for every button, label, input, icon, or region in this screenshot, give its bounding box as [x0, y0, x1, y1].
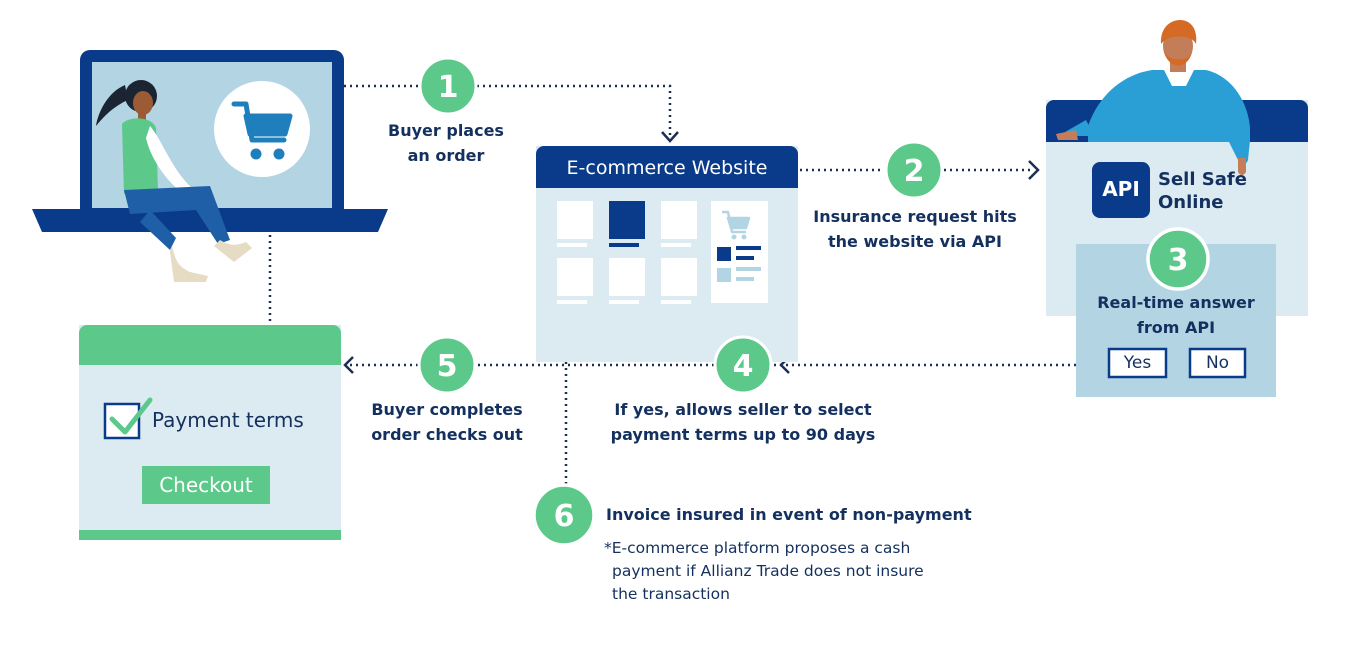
api-badge-text: API — [1102, 177, 1140, 201]
step-2-label-line: the website via API — [828, 232, 1002, 251]
arrowhead-right-icon — [1028, 160, 1040, 180]
step-1-label: Buyer places an order — [356, 118, 536, 168]
step-3-label: Real-time answer from API — [1076, 290, 1276, 340]
cart-wheel — [250, 148, 262, 160]
step-5-label-line: order checks out — [371, 425, 523, 444]
api-title-line: Online — [1158, 192, 1224, 213]
checkout-button — [142, 466, 270, 504]
step-5-label-line: Buyer completes — [371, 400, 523, 419]
yes-option: Yes — [1123, 353, 1152, 373]
website-title: E-commerce Website — [566, 157, 768, 179]
step-5-circle: 5 — [417, 335, 477, 395]
step-3-label-line: from API — [1136, 318, 1216, 337]
buyer-person-icon — [96, 80, 252, 282]
step-1-number: 1 — [438, 70, 459, 105]
step-5-number: 5 — [437, 349, 458, 384]
api-title: Sell Safe Online — [1158, 168, 1298, 214]
cart-wheel — [273, 148, 285, 160]
checkout-label: Checkout — [159, 473, 253, 497]
product-grid — [557, 201, 697, 304]
payment-terms-title: Payment terms — [152, 408, 304, 432]
website-panel — [536, 146, 798, 362]
step-4-circle: 4 — [713, 335, 773, 395]
footnote-line: *E-commerce platform proposes a cash — [604, 539, 911, 557]
step-1-circle: 1 — [418, 56, 478, 116]
api-badge — [1092, 162, 1150, 218]
footnote: *E-commerce platform proposes a cash pay… — [604, 537, 1004, 606]
step-2-circle: 2 — [884, 140, 944, 200]
connector-step1-to-website — [477, 84, 672, 138]
step-4-label: If yes, allows seller to select payment … — [588, 397, 898, 447]
step-4-number: 4 — [733, 349, 754, 384]
step-3-number: 3 — [1168, 243, 1189, 278]
payment-panel — [79, 325, 341, 540]
checkbox-checked-icon — [103, 397, 153, 440]
step-2-label: Insurance request hits the website via A… — [804, 204, 1026, 254]
step-3-label-line: Real-time answer — [1097, 293, 1255, 312]
step-1-label-line: Buyer places — [388, 121, 504, 140]
step-1-label-line: an order — [407, 146, 485, 165]
footnote-line: the transaction — [612, 585, 730, 603]
step-2-number: 2 — [904, 154, 925, 189]
shopping-cart-icon — [722, 210, 751, 234]
arrowhead-left-icon — [343, 356, 354, 374]
step-2-label-line: Insurance request hits — [813, 207, 1017, 226]
step-3-circle: 3 — [1146, 227, 1210, 291]
shopping-cart-icon — [231, 101, 293, 143]
step-4-label-line: If yes, allows seller to select — [614, 400, 872, 419]
step-circles: 1 2 3 4 5 6 — [417, 56, 1210, 547]
step-5-label: Buyer completes order checks out — [356, 397, 538, 447]
step-4-label-line: payment terms up to 90 days — [610, 425, 876, 444]
seller-person-icon — [1056, 20, 1250, 175]
no-option: No — [1205, 353, 1230, 373]
footnote-line: payment if Allianz Trade does not insure — [612, 562, 924, 580]
step-6-number: 6 — [554, 499, 575, 534]
api-title-line: Sell Safe — [1158, 169, 1247, 190]
step-6-label: Invoice insured in event of non-payment — [606, 505, 972, 524]
step-6-circle: 6 — [532, 483, 596, 547]
arrowhead-down-icon — [661, 131, 679, 143]
cart-summary — [711, 201, 768, 303]
connectors — [268, 84, 1076, 484]
